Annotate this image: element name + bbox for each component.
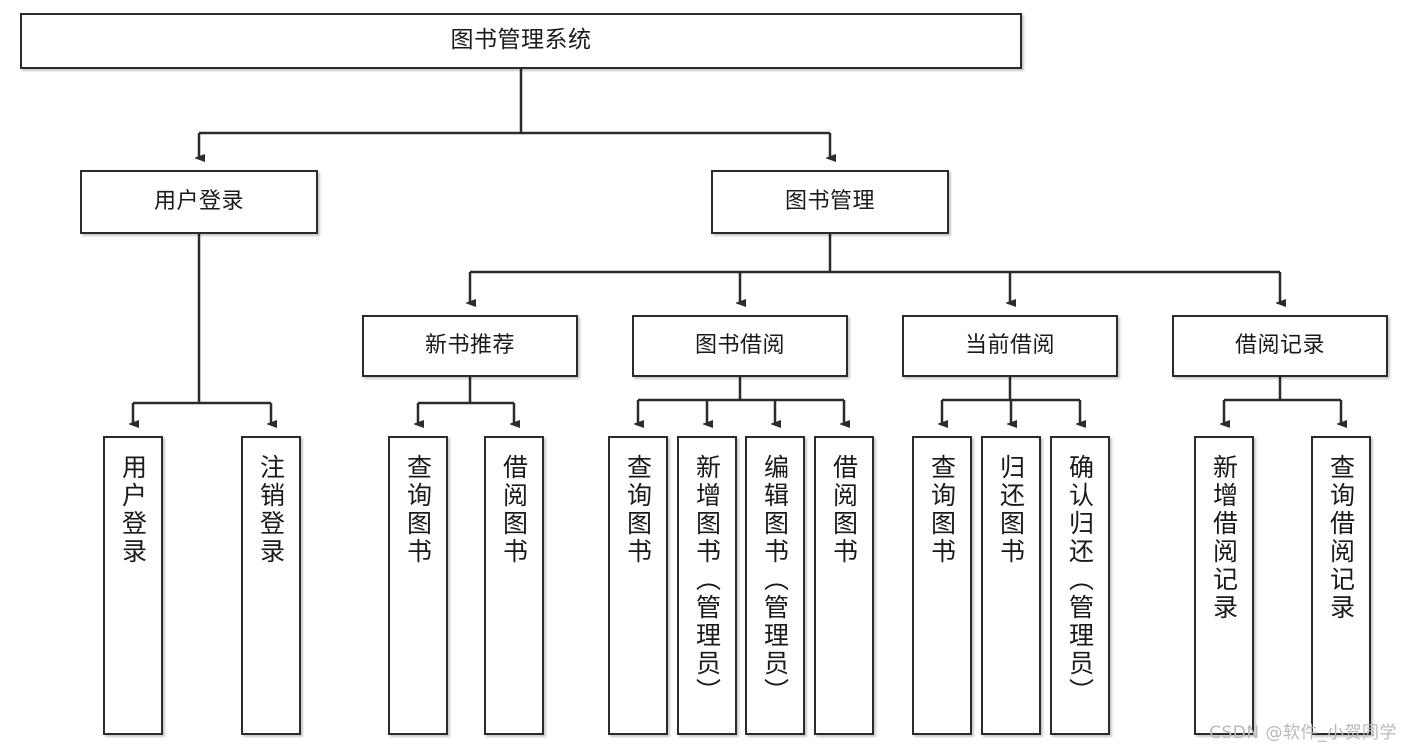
- node-label: 图书借阅: [694, 332, 785, 358]
- leaf-user-login-signout[interactable]: 注销登录: [241, 436, 301, 735]
- node-current-borrow[interactable]: 当前借阅: [902, 315, 1118, 377]
- leaf-borrow-edit-book-admin[interactable]: 编辑图书（管理员）: [745, 436, 805, 735]
- node-label: 借阅图书: [499, 454, 529, 566]
- leaf-borrow-query-book[interactable]: 查询图书: [608, 436, 668, 735]
- node-user-login[interactable]: 用户登录: [80, 170, 318, 234]
- node-label: 查询图书: [623, 454, 653, 566]
- leaf-borrow-add-book-admin[interactable]: 新增图书（管理员）: [677, 436, 737, 735]
- node-label: 图书管理: [784, 188, 875, 214]
- node-label: 用户登录: [153, 188, 244, 214]
- node-book-borrow[interactable]: 图书借阅: [632, 315, 848, 377]
- node-label: 新书推荐: [424, 332, 515, 358]
- node-label: 当前借阅: [964, 332, 1055, 358]
- leaf-current-return-book[interactable]: 归还图书: [981, 436, 1041, 735]
- node-new-book-recommend[interactable]: 新书推荐: [362, 315, 578, 377]
- node-label: 图书管理系统: [450, 27, 592, 54]
- node-label: 借阅图书: [829, 454, 859, 566]
- node-label: 借阅记录: [1234, 332, 1325, 358]
- leaf-recommend-query-book[interactable]: 查询图书: [388, 436, 448, 735]
- node-label: 新增借阅记录: [1209, 454, 1239, 622]
- leaf-records-add-record[interactable]: 新增借阅记录: [1194, 436, 1254, 735]
- node-borrow-records[interactable]: 借阅记录: [1172, 315, 1388, 377]
- leaf-current-query-book[interactable]: 查询图书: [912, 436, 972, 735]
- node-root-system[interactable]: 图书管理系统: [20, 13, 1022, 69]
- node-label: 用户登录: [118, 454, 148, 566]
- leaf-records-query-record[interactable]: 查询借阅记录: [1311, 436, 1371, 735]
- leaf-current-confirm-return-admin[interactable]: 确认归还（管理员）: [1050, 436, 1110, 735]
- node-label: 查询图书: [403, 454, 433, 566]
- node-book-management[interactable]: 图书管理: [711, 170, 949, 234]
- node-label: 注销登录: [256, 454, 286, 566]
- node-label: 确认归还（管理员）: [1065, 454, 1095, 706]
- node-label: 编辑图书（管理员）: [760, 454, 790, 706]
- leaf-borrow-borrow-book[interactable]: 借阅图书: [814, 436, 874, 735]
- leaf-user-login-signin[interactable]: 用户登录: [103, 436, 163, 735]
- node-label: 查询借阅记录: [1326, 454, 1356, 622]
- node-label: 归还图书: [996, 454, 1026, 566]
- node-label: 查询图书: [927, 454, 957, 566]
- watermark-text: CSDN @软件_小贺同学: [1209, 723, 1397, 743]
- leaf-recommend-borrow-book[interactable]: 借阅图书: [484, 436, 544, 735]
- node-label: 新增图书（管理员）: [692, 454, 722, 706]
